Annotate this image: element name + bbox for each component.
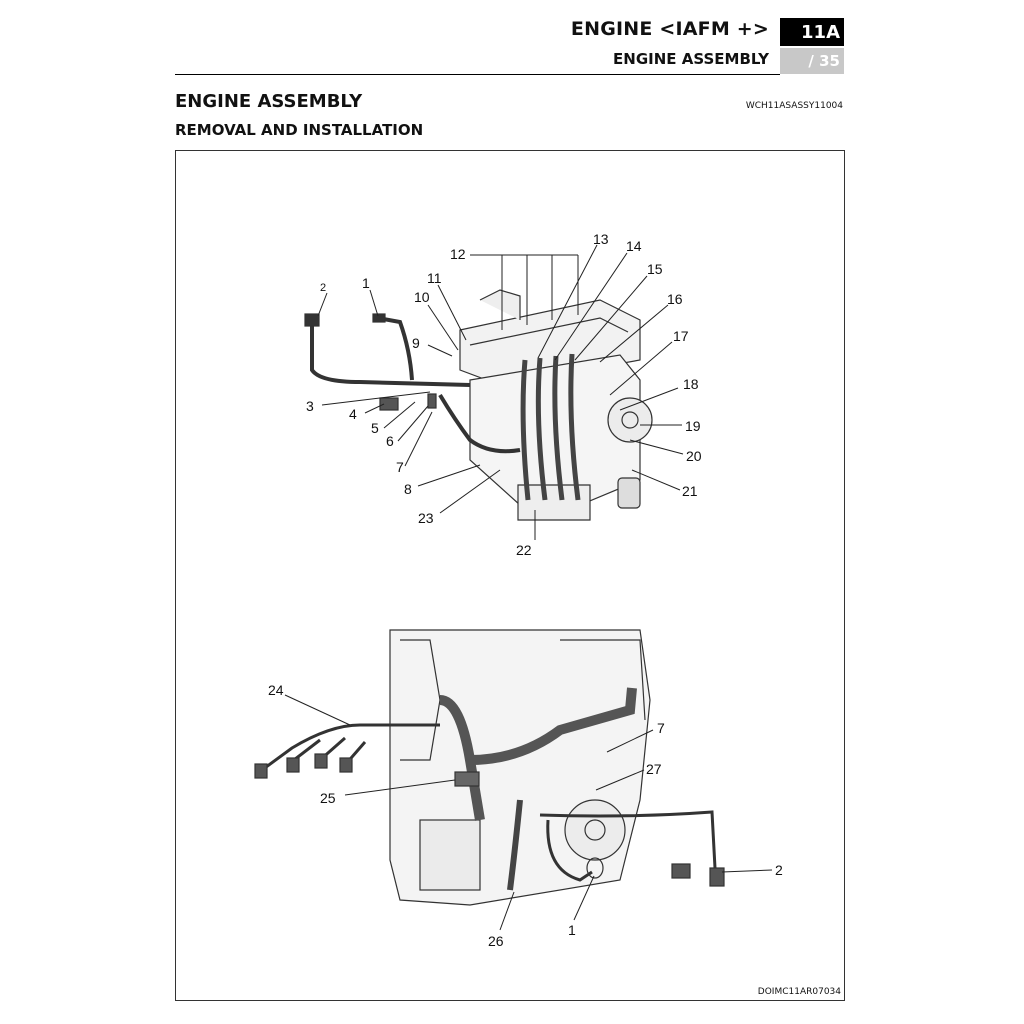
page-title: ENGINE ASSEMBLY (175, 91, 363, 112)
header-subtitle: ENGINE ASSEMBLY (613, 50, 769, 68)
callout-11: 11 (427, 270, 442, 286)
callout-2: 2 (320, 282, 326, 294)
callout-21: 21 (682, 483, 698, 499)
callout-7b: 7 (657, 720, 665, 736)
callout-19: 19 (685, 418, 701, 434)
callout-25: 25 (320, 790, 336, 806)
callout-14: 14 (626, 238, 642, 254)
callout-24: 24 (268, 682, 284, 698)
page-subtitle: REMOVAL AND INSTALLATION (175, 121, 424, 139)
callout-17: 17 (673, 328, 689, 344)
engine-top-illustration (304, 289, 653, 521)
callout-22: 22 (516, 542, 532, 558)
document-code: WCH11ASASSY11004 (745, 101, 843, 111)
top-callouts: 1 2 3 4 5 6 7 8 9 10 11 12 13 14 15 16 1… (306, 231, 702, 558)
header-rule (175, 74, 780, 75)
callout-23: 23 (418, 510, 434, 526)
callout-6: 6 (386, 433, 394, 449)
callout-27: 27 (646, 761, 662, 777)
callout-7: 7 (396, 459, 404, 475)
top-leader-lines (317, 244, 684, 540)
callout-13: 13 (593, 231, 609, 247)
bottom-callouts: 24 25 7 27 2 1 26 (268, 682, 783, 949)
section-badge: 11A (780, 18, 844, 46)
callout-8: 8 (404, 481, 412, 497)
page-number: / 35 (780, 48, 844, 74)
callout-12: 12 (450, 246, 466, 262)
callout-9: 9 (412, 335, 420, 351)
figure-code: DOIMC11AR07034 (757, 987, 841, 997)
callout-1: 1 (362, 275, 370, 291)
callout-20: 20 (686, 448, 702, 464)
figure-frame (175, 150, 845, 1001)
bottom-leader-lines (284, 694, 773, 931)
engine-bottom-illustration (254, 629, 725, 906)
callout-2b: 2 (775, 862, 783, 878)
header-title: ENGINE <IAFM +> (570, 18, 769, 40)
callout-4: 4 (349, 406, 357, 422)
callout-18: 18 (683, 376, 699, 392)
callout-16: 16 (667, 291, 683, 307)
callout-1b: 1 (568, 922, 576, 938)
callout-3: 3 (306, 398, 314, 414)
callout-15: 15 (647, 261, 663, 277)
callout-5: 5 (371, 420, 379, 436)
callout-10: 10 (414, 289, 430, 305)
callout-26: 26 (488, 933, 504, 949)
